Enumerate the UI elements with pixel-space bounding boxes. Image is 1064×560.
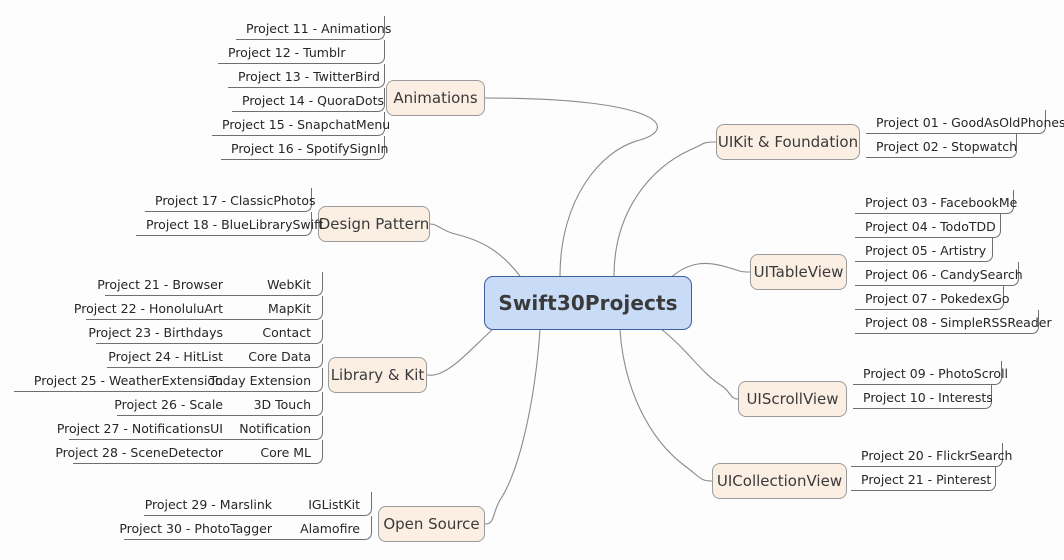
branch-node-uitableview[interactable]: UITableView bbox=[750, 254, 847, 290]
leaf-node[interactable]: Project 27 - NotificationsUI Notification bbox=[57, 416, 323, 440]
leaf-node[interactable]: Project 23 - Birthdays Contact bbox=[88, 320, 323, 344]
leaf-node[interactable]: Project 14 - QuoraDots bbox=[232, 88, 385, 112]
branch-node-uicollectionview[interactable]: UICollectionView bbox=[712, 463, 847, 499]
leaf-node[interactable]: Project 21 - Browser WebKit bbox=[97, 272, 323, 296]
leaf-label-secondary: 3D Touch bbox=[253, 397, 311, 412]
leaf-label: Project 17 - ClassicPhotos bbox=[155, 193, 316, 208]
leaf-node[interactable]: Project 28 - SceneDetector Core ML bbox=[55, 440, 323, 464]
leaf-label: Project 06 - CandySearch bbox=[865, 267, 1023, 282]
leaf-label-secondary: IGListKit bbox=[308, 497, 360, 512]
leaf-node[interactable]: Project 29 - Marslink IGListKit bbox=[144, 492, 372, 516]
branch-node-label: UIScrollView bbox=[746, 390, 839, 408]
branch-node-label: Design Pattern bbox=[318, 215, 430, 233]
leaf-node[interactable]: Project 30 - PhotoTagger Alamofire bbox=[119, 516, 372, 540]
leaf-node[interactable]: Project 03 - FacebookMe bbox=[855, 190, 1018, 214]
leaf-label-secondary: Core Data bbox=[248, 349, 311, 364]
leaf-node[interactable]: Project 01 - GoodAsOldPhones bbox=[866, 110, 1064, 134]
leaf-label: Project 22 - HonoluluArt bbox=[73, 301, 223, 316]
branch-node-uiscrollview[interactable]: UIScrollView bbox=[738, 381, 847, 417]
leaf-label-secondary: Notification bbox=[239, 421, 311, 436]
leaf-label: Project 20 - FlickrSearch bbox=[861, 448, 1013, 463]
branch-node-label: Animations bbox=[393, 89, 478, 107]
root-node-label: Swift30Projects bbox=[498, 291, 678, 315]
branch-node-uikit-and-foundation[interactable]: UIKit & Foundation bbox=[716, 124, 860, 160]
leaf-label: Project 27 - NotificationsUI bbox=[56, 421, 223, 436]
leaf-node[interactable]: Project 11 - Animations bbox=[236, 16, 391, 40]
leaf-label: Project 10 - Interests bbox=[863, 390, 993, 405]
leaf-node[interactable]: Project 26 - Scale 3D Touch bbox=[114, 392, 323, 416]
leaf-label: Project 12 - Tumblr bbox=[228, 45, 346, 60]
branch-node-label: Library & Kit bbox=[330, 366, 425, 384]
branch-node-label: UIKit & Foundation bbox=[717, 133, 859, 151]
leaf-node[interactable]: Project 13 - TwitterBird bbox=[228, 64, 385, 88]
branch-node-label: UICollectionView bbox=[716, 472, 843, 490]
branch-node-design-pattern[interactable]: Design Pattern bbox=[318, 206, 430, 242]
leaf-label: Project 30 - PhotoTagger bbox=[119, 521, 272, 536]
leaf-node[interactable]: Project 08 - SimpleRSSReader bbox=[855, 310, 1052, 334]
connector-design-pattern bbox=[429, 223, 521, 277]
leaf-label: Project 03 - FacebookMe bbox=[865, 195, 1018, 210]
leaf-label: Project 13 - TwitterBird bbox=[238, 69, 380, 84]
branch-node-label: Open Source bbox=[383, 515, 480, 533]
leaf-label-secondary: Contact bbox=[262, 325, 311, 340]
leaf-label: Project 15 - SnapchatMenu bbox=[222, 117, 391, 132]
leaf-label: Project 04 - TodoTDD bbox=[865, 219, 996, 234]
leaf-node[interactable]: Project 06 - CandySearch bbox=[855, 262, 1023, 286]
connector-uiscrollview bbox=[659, 327, 739, 400]
leaf-label: Project 02 - Stopwatch bbox=[876, 139, 1018, 154]
leaf-node[interactable]: Project 10 - Interests bbox=[853, 385, 993, 409]
leaf-node[interactable]: Project 21 - Pinterest bbox=[851, 467, 996, 491]
leaf-label: Project 07 - PokedexGo bbox=[865, 291, 1010, 306]
branch-node-label: UITableView bbox=[753, 263, 844, 281]
leaf-node[interactable]: Project 12 - Tumblr bbox=[218, 40, 385, 64]
connector-uikit-and-foundation bbox=[613, 141, 717, 277]
leaf-label: Project 09 - PhotoScroll bbox=[863, 366, 1009, 381]
leaf-node[interactable]: Project 16 - SpotifySignIn bbox=[221, 136, 389, 160]
branch-node-open-source[interactable]: Open Source bbox=[378, 506, 485, 542]
leaf-node[interactable]: Project 17 - ClassicPhotos bbox=[145, 188, 316, 212]
leaf-node[interactable]: Project 02 - Stopwatch bbox=[866, 134, 1017, 158]
root-node[interactable]: Swift30Projects bbox=[484, 276, 692, 330]
branch-node-library-and-kit[interactable]: Library & Kit bbox=[328, 357, 427, 393]
leaf-label: Project 29 - Marslink bbox=[144, 497, 272, 512]
leaf-label: Project 16 - SpotifySignIn bbox=[231, 141, 389, 156]
leaf-node[interactable]: Project 22 - HonoluluArt MapKit bbox=[74, 296, 323, 320]
leaf-label: Project 28 - SceneDetector bbox=[55, 445, 223, 460]
leaf-label: Project 24 - HitList bbox=[108, 349, 223, 364]
leaf-label: Project 01 - GoodAsOldPhones bbox=[876, 115, 1064, 130]
leaf-label: Project 05 - Artistry bbox=[865, 243, 987, 258]
leaf-label-secondary: Alamofire bbox=[300, 521, 360, 536]
leaf-label-secondary: WebKit bbox=[267, 277, 311, 292]
leaf-label: Project 08 - SimpleRSSReader bbox=[865, 315, 1052, 330]
leaf-label: Project 11 - Animations bbox=[246, 21, 392, 36]
leaf-node[interactable]: Project 05 - Artistry bbox=[855, 238, 993, 262]
leaf-label: Project 23 - Birthdays bbox=[88, 325, 223, 340]
leaf-label: Project 18 - BlueLibrarySwift bbox=[146, 217, 324, 232]
leaf-node[interactable]: Project 04 - TodoTDD bbox=[855, 214, 1001, 238]
leaf-node[interactable]: Project 07 - PokedexGo bbox=[855, 286, 1009, 310]
connector-library-and-kit bbox=[426, 329, 493, 376]
leaf-label-secondary: Core ML bbox=[260, 445, 311, 460]
leaf-label: Project 25 - WeatherExtension bbox=[33, 373, 223, 388]
connector-uicollectionview bbox=[619, 329, 713, 482]
leaf-label: Project 26 - Scale bbox=[114, 397, 223, 412]
leaf-label: Project 21 - Pinterest bbox=[861, 472, 992, 487]
leaf-node[interactable]: Project 15 - SnapchatMenu bbox=[212, 112, 390, 136]
leaf-node[interactable]: Project 24 - HitList Core Data bbox=[107, 344, 323, 368]
branch-node-animations[interactable]: Animations bbox=[386, 80, 485, 116]
connector-animations bbox=[484, 97, 658, 277]
leaf-node[interactable]: Project 09 - PhotoScroll bbox=[853, 361, 1008, 385]
leaf-label: Project 21 - Browser bbox=[97, 277, 223, 292]
leaf-node[interactable]: Project 18 - BlueLibrarySwift bbox=[136, 212, 323, 236]
connector-open-source bbox=[484, 329, 541, 525]
leaf-label-secondary: MapKit bbox=[268, 301, 311, 316]
leaf-label: Project 14 - QuoraDots bbox=[242, 93, 384, 108]
leaf-label-secondary: Today Extension bbox=[209, 373, 312, 388]
leaf-node[interactable]: Project 20 - FlickrSearch bbox=[851, 443, 1012, 467]
